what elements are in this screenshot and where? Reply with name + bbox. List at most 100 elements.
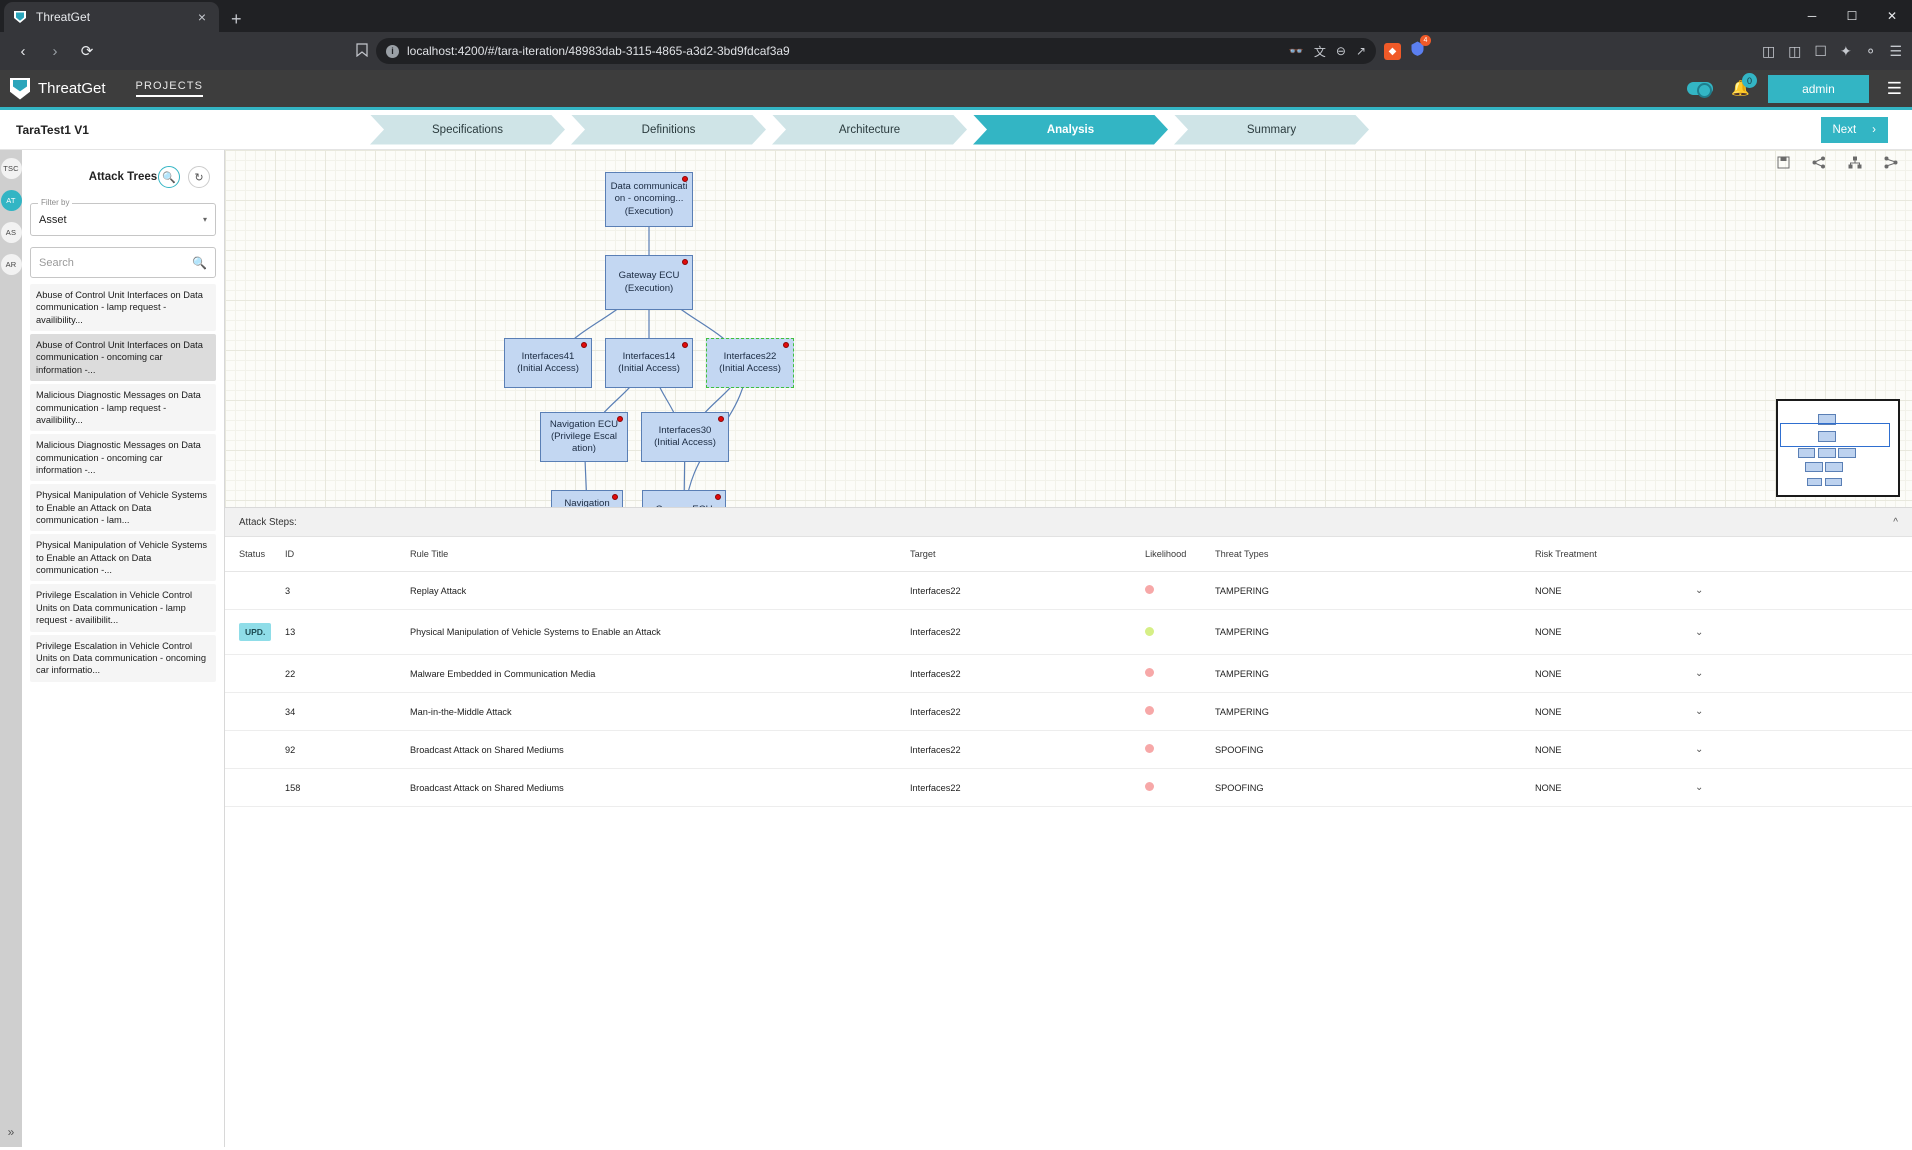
- back-icon[interactable]: ‹: [20, 42, 26, 60]
- address-bar[interactable]: i localhost:4200/#/tara-iteration/48983d…: [376, 38, 1376, 64]
- list-item[interactable]: Abuse of Control Unit Interfaces on Data…: [30, 284, 216, 332]
- threat-indicator-dot: [715, 494, 721, 500]
- next-button[interactable]: Next ›: [1820, 116, 1888, 143]
- chevron-down-icon[interactable]: ⌄: [1695, 706, 1704, 717]
- target-cell: Interfaces22: [910, 654, 1145, 693]
- rail-item-at[interactable]: AT: [0, 190, 22, 211]
- share-icon[interactable]: [1812, 156, 1826, 172]
- list-item[interactable]: Privilege Escalation in Vehicle Control …: [30, 634, 216, 682]
- translate-icon[interactable]: 文: [1313, 44, 1326, 59]
- chevron-down-icon[interactable]: ⌄: [1695, 585, 1704, 596]
- sidebar-toggle-icon[interactable]: ◫: [1761, 42, 1776, 59]
- diagram-node[interactable]: Interfaces14(Initial Access): [605, 338, 693, 388]
- list-item[interactable]: Privilege Escalation in Vehicle Control …: [30, 584, 216, 632]
- step-analysis[interactable]: Analysis: [973, 115, 1168, 145]
- split-view-icon[interactable]: ◫: [1788, 42, 1802, 59]
- step-specifications[interactable]: Specifications: [370, 115, 565, 145]
- chevron-down-icon[interactable]: ⌄: [1695, 782, 1704, 793]
- chevron-down-icon[interactable]: ⌄: [1695, 668, 1704, 679]
- brave-rewards-icon[interactable]: ⚬: [1864, 42, 1877, 59]
- risk-treatment-cell: NONE: [1535, 692, 1695, 731]
- list-item[interactable]: Physical Manipulation of Vehicle Systems…: [30, 534, 216, 582]
- id-cell: 158: [285, 768, 410, 807]
- chevron-up-icon[interactable]: ^: [1893, 516, 1898, 528]
- maximize-icon[interactable]: ☐: [1846, 9, 1858, 23]
- rail-item-tsc[interactable]: TSC: [0, 158, 22, 179]
- column-header: ID: [285, 537, 410, 572]
- extension-icon[interactable]: 4: [1409, 35, 1431, 62]
- rail-item-as[interactable]: AS: [0, 222, 22, 243]
- brave-shield-icon[interactable]: ◆: [1384, 42, 1401, 60]
- diagram-node[interactable]: Interfaces22(Initial Access): [706, 338, 794, 388]
- wallet-icon[interactable]: ☐: [1814, 42, 1827, 59]
- minimize-icon[interactable]: ─: [1807, 9, 1817, 23]
- search-icon[interactable]: 🔍: [192, 255, 207, 270]
- risk-treatment-cell: NONE: [1535, 730, 1695, 769]
- list-item[interactable]: Malicious Diagnostic Messages on Data co…: [30, 434, 216, 482]
- diagram-node[interactable]: Gateway ECU(Execution): [605, 255, 693, 310]
- site-info-icon[interactable]: i: [386, 44, 399, 58]
- expand-row-cell[interactable]: ⌄: [1695, 730, 1912, 769]
- layout-icon[interactable]: [1848, 156, 1862, 172]
- app-menu-icon[interactable]: ☰: [1886, 78, 1902, 98]
- expand-rail-icon[interactable]: »: [7, 1125, 15, 1139]
- zoom-out-icon[interactable]: ⊖: [1335, 44, 1346, 58]
- diagram-node[interactable]: Navigation ECU: [551, 490, 623, 507]
- expand-row-cell[interactable]: ⌄: [1695, 571, 1912, 610]
- browser-tab[interactable]: ThreatGet ×: [4, 2, 219, 32]
- step-architecture[interactable]: Architecture: [772, 115, 967, 145]
- expand-row-cell[interactable]: ⌄: [1695, 768, 1912, 807]
- chevron-down-icon[interactable]: ⌄: [1695, 744, 1704, 755]
- search-input[interactable]: [39, 256, 193, 269]
- chevron-down-icon[interactable]: ⌄: [1695, 626, 1704, 638]
- status-badge: UPD.: [239, 623, 272, 641]
- filter-by-select[interactable]: Filter by Asset ▾: [30, 198, 216, 236]
- expand-row-cell[interactable]: ⌄: [1695, 692, 1912, 731]
- menu-icon[interactable]: ☰: [1889, 42, 1902, 59]
- save-icon[interactable]: [1777, 156, 1790, 172]
- new-tab-button[interactable]: +: [231, 9, 242, 29]
- app-header-right: 🔔 0 admin ☰: [1687, 73, 1902, 103]
- tab-strip: ThreatGet × + ─ ☐ ✕: [0, 0, 1912, 32]
- app-logo[interactable]: ThreatGet: [10, 77, 106, 100]
- step-summary[interactable]: Summary: [1174, 115, 1369, 145]
- zoom-search-icon[interactable]: 🔍: [158, 166, 180, 188]
- search-field[interactable]: 🔍: [30, 247, 216, 278]
- leo-ai-icon[interactable]: ✦: [1839, 42, 1852, 59]
- expand-row-cell[interactable]: ⌄: [1695, 609, 1912, 655]
- bookmark-icon[interactable]: [356, 42, 368, 60]
- notifications-button[interactable]: 🔔 0: [1731, 73, 1758, 98]
- minimap-viewport[interactable]: [1780, 423, 1890, 447]
- glasses-icon[interactable]: 👓: [1288, 44, 1304, 58]
- share-icon[interactable]: ↗: [1355, 44, 1366, 58]
- list-item[interactable]: Malicious Diagnostic Messages on Data co…: [30, 384, 216, 432]
- diagram-minimap[interactable]: [1776, 399, 1900, 497]
- close-icon[interactable]: ×: [197, 9, 207, 25]
- sidebar-title: Attack Trees: [88, 171, 158, 183]
- diagram-node[interactable]: Interfaces30(Initial Access): [641, 412, 729, 462]
- list-item[interactable]: Abuse of Control Unit Interfaces on Data…: [30, 334, 216, 382]
- rail-item-ar[interactable]: AR: [0, 254, 22, 275]
- reload-icon[interactable]: ⟳: [80, 43, 94, 60]
- diagram-node[interactable]: Interfaces41(Initial Access): [504, 338, 592, 388]
- fullscreen-icon[interactable]: [1884, 156, 1898, 172]
- diagram-node[interactable]: Camera ECU: [642, 490, 726, 507]
- list-item[interactable]: Physical Manipulation of Vehicle Systems…: [30, 484, 216, 532]
- step-definitions[interactable]: Definitions: [571, 115, 766, 145]
- forward-icon[interactable]: ›: [52, 42, 58, 60]
- theme-toggle[interactable]: [1687, 82, 1714, 98]
- nav-item-projects[interactable]: PROJECTS: [135, 80, 204, 97]
- attack-tree-diagram[interactable]: Camera ECU Navigation ECU Interfaces30(Ini…: [225, 150, 1912, 508]
- refresh-icon[interactable]: ↻: [188, 166, 210, 188]
- expand-row-cell[interactable]: ⌄: [1695, 654, 1912, 693]
- user-admin-button[interactable]: admin: [1768, 74, 1869, 103]
- close-window-icon[interactable]: ✕: [1886, 9, 1898, 23]
